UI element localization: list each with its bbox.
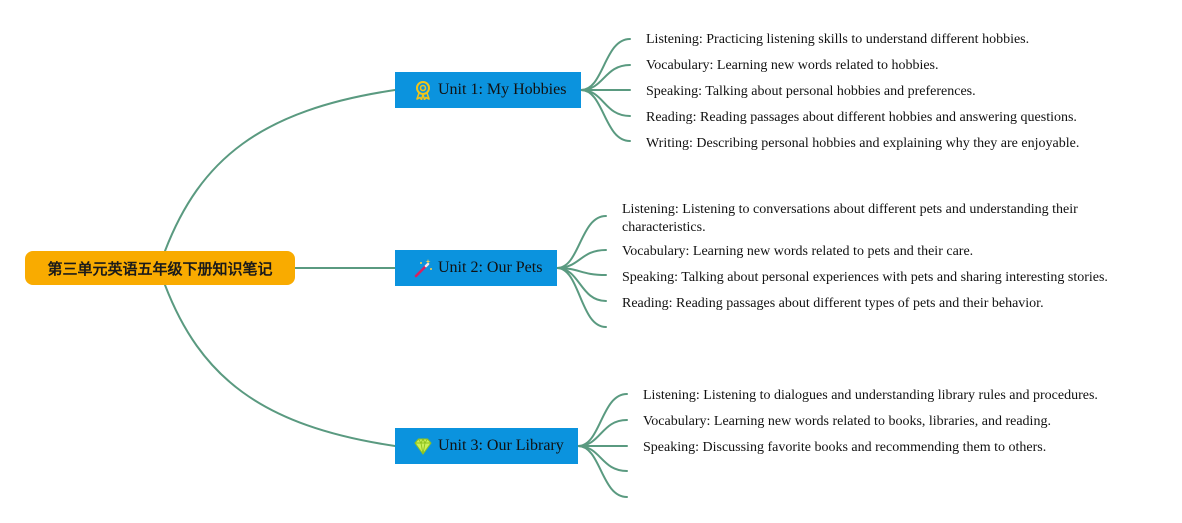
connector-u1-item4	[580, 89, 631, 117]
root-topic[interactable]: 第三单元英语五年级下册知识笔记	[25, 251, 295, 285]
magic-wand-icon	[413, 258, 433, 278]
connector-root-unit3	[164, 284, 396, 447]
unit-3-topic[interactable]: Unit 3: Our Library	[395, 428, 578, 464]
connector-u1-item2	[580, 64, 631, 91]
unit-3-item-vocabulary: Vocabulary: Learning new words related t…	[643, 414, 1051, 429]
connector-u1-item1	[580, 38, 631, 91]
root-topic-label: 第三单元英语五年级下册知识笔记	[47, 259, 273, 278]
unit-2-label: Unit 2: Our Pets	[438, 259, 543, 276]
unit-1-item-vocabulary: Vocabulary: Learning new words related t…	[646, 58, 939, 73]
unit-1-item-writing: Writing: Describing personal hobbies and…	[646, 136, 1080, 151]
unit-2-topic[interactable]: Unit 2: Our Pets	[395, 250, 557, 286]
connector-u2-item5	[556, 267, 607, 328]
unit-3-label: Unit 3: Our Library	[438, 437, 564, 454]
connector-u1-item5	[580, 89, 631, 142]
unit-1-topic[interactable]: Unit 1: My Hobbies	[395, 72, 581, 108]
unit-2-item-vocabulary: Vocabulary: Learning new words related t…	[622, 244, 974, 259]
unit-3-item-speaking: Speaking: Discussing favorite books and …	[643, 440, 1047, 455]
connector-u2-item4	[556, 267, 607, 302]
award-ribbon-icon	[413, 80, 433, 100]
connector-root-unit1	[164, 89, 396, 252]
connector-u2-item1	[556, 215, 607, 269]
connector-u3-item5	[577, 445, 628, 498]
connector-u3-item4	[577, 445, 628, 472]
unit-1-item-listening: Listening: Practicing listening skills t…	[646, 32, 1030, 47]
unit-1-label: Unit 1: My Hobbies	[438, 81, 567, 98]
connector-u3-item2	[577, 419, 628, 447]
unit-2-item-listening: Listening: Listening to conversations ab…	[622, 202, 1078, 235]
diamond-icon	[413, 436, 433, 456]
unit-2-item-reading: Reading: Reading passages about differen…	[622, 296, 1044, 311]
unit-1-item-speaking: Speaking: Talking about personal hobbies…	[646, 84, 976, 99]
unit-1-item-reading: Reading: Reading passages about differen…	[646, 110, 1077, 125]
unit-3-item-listening: Listening: Listening to dialogues and un…	[643, 388, 1098, 403]
unit-2-item-speaking: Speaking: Talking about personal experie…	[622, 270, 1108, 285]
